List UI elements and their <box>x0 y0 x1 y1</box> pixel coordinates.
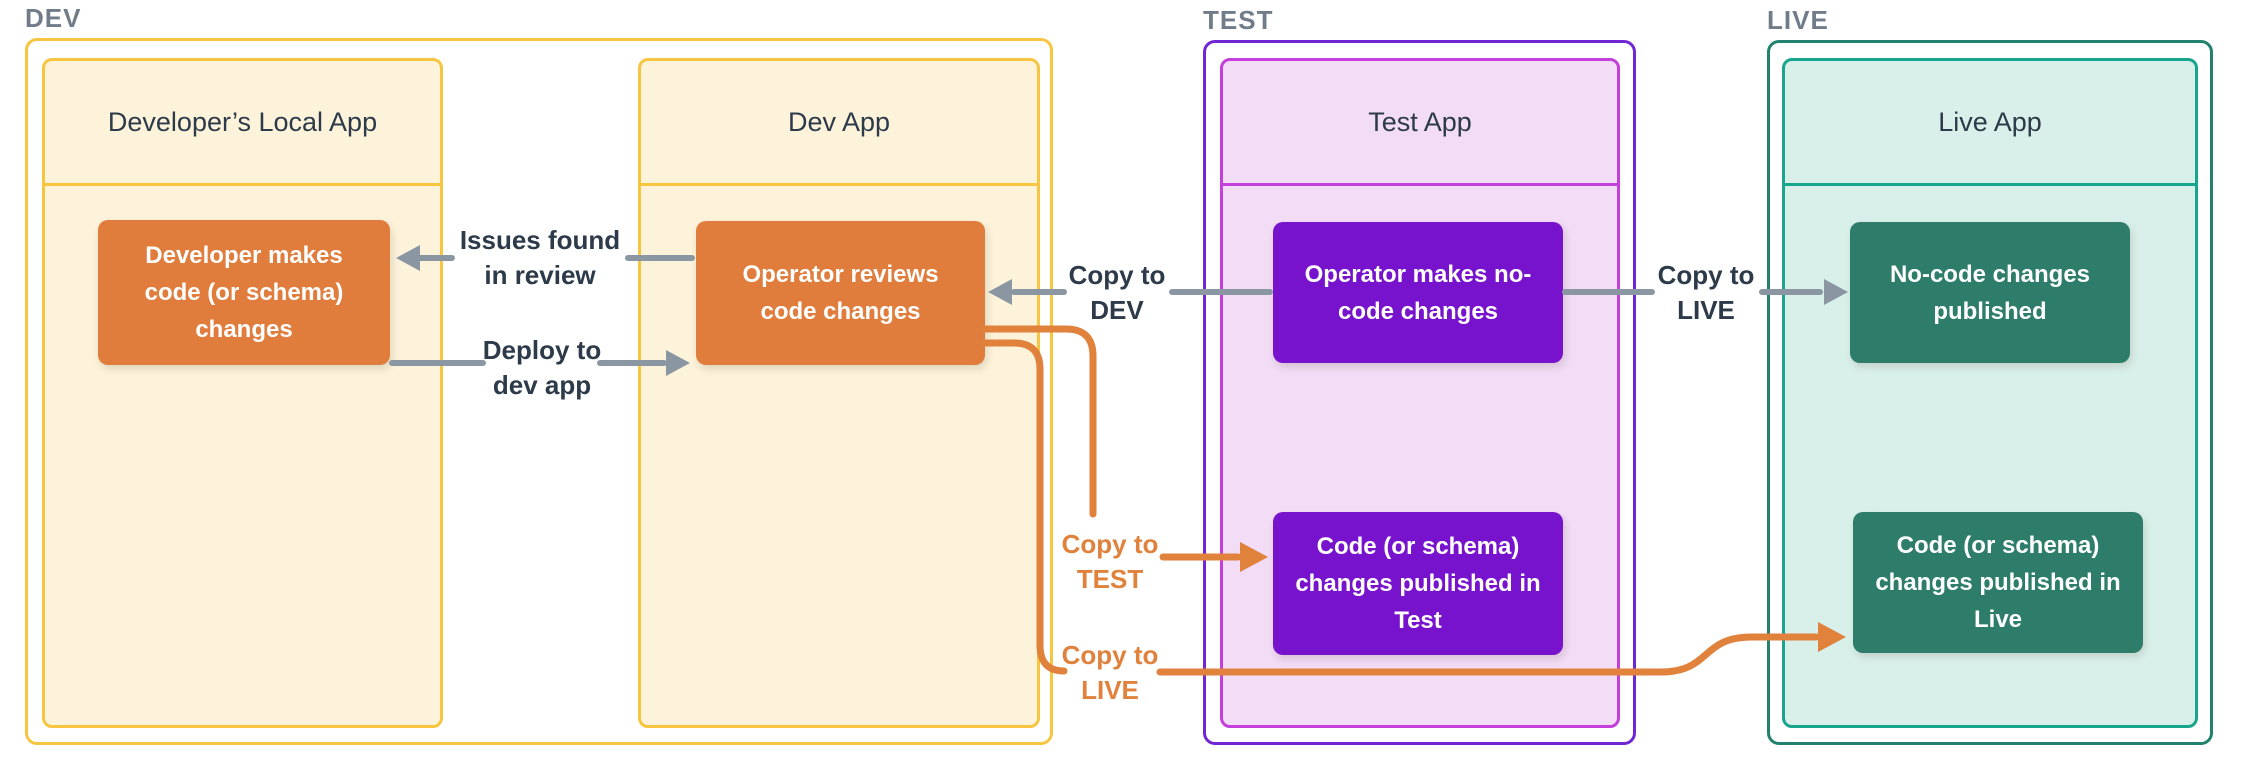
label-issues-found-in-review: Issues found in review <box>459 225 621 290</box>
app-title-test-app: Test App <box>1223 61 1617 186</box>
app-title-live-app: Live App <box>1785 61 2195 186</box>
app-title-developers-local-app: Developer’s Local App <box>45 61 440 186</box>
label-copy-to-dev: Copy to DEV <box>1068 260 1166 325</box>
app-card-dev-app: Dev App <box>638 58 1040 728</box>
label-copy-to-live-orange: Copy to LIVE <box>1061 640 1159 705</box>
label-copy-to-test-orange: Copy to TEST <box>1061 529 1159 594</box>
node-code-changes-published-in-live: Code (or schema) changes published in Li… <box>1853 512 2143 653</box>
node-operator-makes-no-code-changes: Operator makes no-code changes <box>1273 222 1563 363</box>
label-deploy-to-dev-app: Deploy to dev app <box>482 335 602 400</box>
section-label-test: TEST <box>1203 5 1274 35</box>
section-label-dev: DEV <box>25 3 82 33</box>
app-card-developers-local-app: Developer’s Local App <box>42 58 443 728</box>
node-no-code-changes-published: No-code changes published <box>1850 222 2130 363</box>
node-code-changes-published-in-test: Code (or schema) changes published in Te… <box>1273 512 1563 655</box>
section-label-live: LIVE <box>1767 5 1829 35</box>
app-title-dev-app: Dev App <box>641 61 1037 186</box>
node-operator-reviews-code-changes: Operator reviews code changes <box>696 221 985 365</box>
label-copy-to-live: Copy to LIVE <box>1657 260 1755 325</box>
node-developer-makes-code-changes: Developer makes code (or schema) changes <box>98 220 390 365</box>
